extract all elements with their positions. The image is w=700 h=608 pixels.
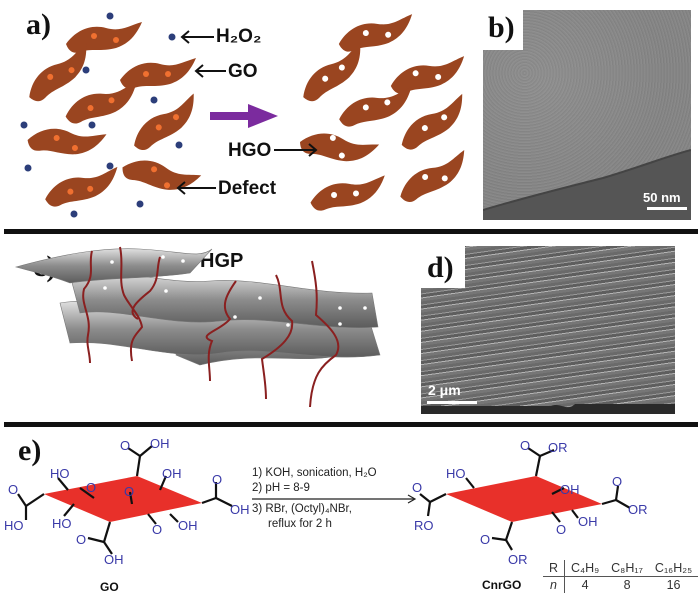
svg-text:O: O	[120, 438, 130, 453]
table-row: n 4 8 16	[543, 576, 698, 593]
tem-scale-label: 50 nm	[643, 190, 681, 205]
svg-text:HO: HO	[52, 516, 72, 531]
svg-text:HO: HO	[446, 466, 466, 481]
svg-text:HO: HO	[50, 466, 70, 481]
go-label: GO	[228, 61, 258, 82]
divider-bottom	[4, 422, 698, 427]
condition-1: 1) KOH, sonication, H₂O	[252, 467, 377, 479]
svg-text:O: O	[124, 484, 134, 499]
svg-text:O: O	[480, 532, 490, 547]
svg-text:O: O	[412, 480, 422, 495]
table-row-n: n	[543, 576, 566, 593]
svg-text:OR: OR	[628, 502, 648, 517]
hgp-schematic	[14, 246, 381, 408]
panel-d-label: d)	[427, 251, 454, 284]
h2o2-molecules	[20, 12, 183, 218]
defect-label: Defect	[218, 178, 277, 199]
svg-text:O: O	[556, 522, 566, 537]
sem-scale-label: 2 μm	[428, 382, 461, 398]
hgo-sheets	[292, 14, 470, 212]
table-header-c16: C₁₆H₂₅	[648, 560, 699, 577]
table-header-c4: C₄H₉	[564, 560, 606, 577]
condition-3: 3) RBr, (Octyl)₄NBr,	[252, 503, 352, 515]
svg-text:O: O	[76, 532, 86, 547]
sem-image: 2 μm	[421, 246, 675, 414]
svg-text:OH: OH	[578, 514, 598, 529]
svg-text:O: O	[212, 472, 222, 487]
sem-scale-bar	[427, 401, 477, 404]
hgo-label: HGO	[228, 140, 272, 161]
svg-text:OH: OH	[230, 502, 250, 517]
svg-text:O: O	[8, 482, 18, 497]
reaction-arrow	[252, 494, 417, 504]
panel-a-label: a)	[26, 8, 51, 41]
svg-text:OR: OR	[508, 552, 528, 567]
svg-text:O: O	[520, 438, 530, 453]
panel-a-schematic	[18, 12, 470, 218]
svg-text:O: O	[612, 474, 622, 489]
hgp-title: HGP	[200, 250, 244, 272]
divider-top	[4, 229, 698, 234]
svg-text:OH: OH	[150, 436, 170, 451]
annotation-arrows	[176, 30, 318, 195]
svg-text:OH: OH	[560, 482, 580, 497]
go-sheets	[18, 22, 207, 208]
h2o2-label: H₂O₂	[216, 26, 262, 47]
condition-4: reflux for 2 h	[268, 518, 332, 530]
svg-text:RO: RO	[414, 518, 434, 533]
svg-text:O: O	[152, 522, 162, 537]
svg-text:OH: OH	[178, 518, 198, 533]
table-header-c8: C₈H₁₇	[605, 560, 649, 577]
cnrgo-name: CnrGO	[482, 578, 522, 592]
tem-image: 50 nm	[483, 10, 691, 220]
panel-b-label: b)	[488, 11, 515, 44]
table-header-r: R	[543, 560, 566, 577]
cnrgo-structure: O OR HO OH O RO O OR OH O O OR	[412, 438, 648, 567]
svg-text:HO: HO	[4, 518, 24, 533]
table-cell: 4	[581, 578, 589, 592]
table-cell: 8	[623, 578, 631, 592]
svg-text:OR: OR	[548, 440, 568, 455]
table-row: R C₄H₉ C₈H₁₇ C₁₆H₂₅	[543, 560, 699, 577]
reaction-arrow-icon	[210, 104, 278, 128]
condition-2: 2) pH = 8-9	[252, 482, 310, 494]
svg-text:OH: OH	[104, 552, 124, 567]
panel-e-label: e)	[18, 434, 42, 467]
svg-text:O: O	[86, 480, 96, 495]
tem-scale-bar	[647, 207, 687, 210]
table-cell: 16	[666, 578, 681, 592]
go-name: GO	[100, 580, 119, 594]
substituent-table: R C₄H₉ C₈H₁₇ C₁₆H₂₅ n 4 8 16	[543, 560, 699, 593]
svg-text:OH: OH	[162, 466, 182, 481]
